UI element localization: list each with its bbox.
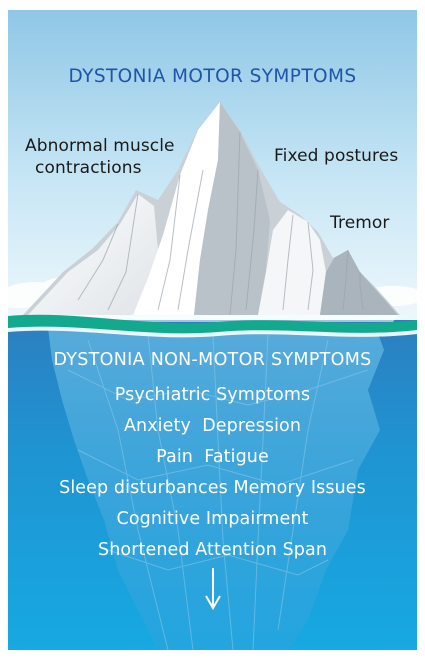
non-motor-line-cognitive: Cognitive Impairment <box>8 506 417 532</box>
non-motor-line-anxiety-depression: Anxiety Depression <box>8 413 417 439</box>
non-motor-line-attention: Shortened Attention Span <box>8 537 417 563</box>
non-motor-line-psychiatric: Psychiatric Symptoms <box>8 382 417 408</box>
iceberg-poster: DYSTONIA MOTOR SYMPTOMS Abnormal muscle … <box>8 10 417 650</box>
non-motor-line-sleep-memory: Sleep disturbances Memory Issues <box>8 475 417 501</box>
abnormal-muscle-contractions-label: Abnormal muscle contractions <box>25 135 175 179</box>
tremor-label: Tremor <box>330 212 390 234</box>
non-motor-line-pain-fatigue: Pain Fatigue <box>8 444 417 470</box>
fixed-postures-label: Fixed postures <box>274 145 398 167</box>
abnormal-line-2: contractions <box>25 157 175 179</box>
motor-symptoms-title: DYSTONIA MOTOR SYMPTOMS <box>8 66 417 87</box>
down-arrow-icon <box>205 568 221 610</box>
non-motor-symptoms-title: DYSTONIA NON-MOTOR SYMPTOMS <box>8 347 417 373</box>
abnormal-line-1: Abnormal muscle <box>25 135 175 157</box>
